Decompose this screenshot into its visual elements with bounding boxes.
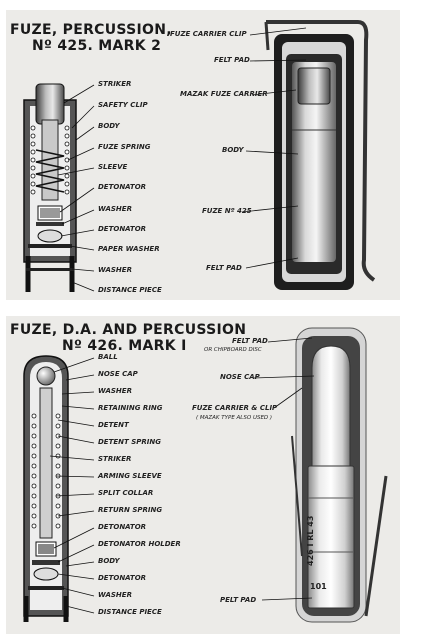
fuze-426-carrier-leaders — [253, 337, 315, 601]
label-washer-2: WASHER — [98, 266, 132, 274]
fuze-426-leaders — [49, 357, 95, 614]
label-washer-2: WASHER — [98, 591, 132, 599]
label-retaining-ring: RETAINING RING — [98, 404, 163, 412]
label-washer: WASHER — [98, 205, 132, 213]
label-nose-cap: NOSE CAP — [98, 370, 138, 378]
fuze-425-carrier-leaders — [241, 27, 307, 269]
fuze-426-section-drawing — [23, 355, 69, 622]
label-fuze-carrier-clip: FUZE CARRIER CLIP — [170, 30, 247, 38]
label-ball: BALL — [98, 353, 118, 361]
label-body: BODY — [98, 557, 120, 565]
label-nose-cap-carrier: NOSE CAP — [220, 373, 260, 381]
fuze-426-body-marking-2: 101 — [310, 582, 327, 591]
label-fuze-no-425: FUZE Nº 425 — [202, 207, 252, 215]
fuze-426-body-marking: 426 I RL 43 — [306, 515, 315, 566]
fuze-426-carrier-drawing — [291, 327, 388, 623]
fuze-426-artwork — [23, 327, 388, 623]
label-striker: STRIKER — [98, 80, 132, 88]
label-felt-pad-top: FELT PAD — [232, 337, 268, 345]
label-striker: STRIKER — [98, 455, 132, 463]
label-arming-sleeve: ARMING SLEEVE — [98, 472, 162, 480]
label-detent: DETENT — [98, 421, 129, 429]
fuze-426-panel: FUZE, D.A. AND PERCUSSION Nº 426. MARK I… — [6, 316, 400, 634]
label-mazak-fuze-carrier: MAZAK FUZE CARRIER — [180, 90, 268, 98]
label-distance-piece: DISTANCE PIECE — [98, 608, 162, 616]
label-pelt-pad: PELT PAD — [220, 596, 257, 604]
label-split-collar: SPLIT COLLAR — [98, 489, 154, 497]
label-safety-clip: SAFETY CLIP — [98, 101, 148, 109]
label-detonator-2: DETONATOR — [98, 574, 147, 582]
label-felt-pad-note: OR CHIPBOARD DISC — [204, 347, 262, 353]
fuze-425-leaders — [57, 84, 95, 292]
label-carrier-body: BODY — [222, 146, 244, 154]
label-body: BODY — [98, 122, 120, 130]
fuze-425-title-line1: FUZE, PERCUSSION, — [10, 22, 172, 38]
fuze-425-artwork — [23, 20, 376, 292]
fuze-426-title-line1: FUZE, D.A. AND PERCUSSION — [10, 322, 247, 338]
fuze-425-title-line2: Nº 425. MARK 2 — [32, 38, 162, 54]
label-detonator: DETONATOR — [98, 523, 147, 531]
label-detonator-holder: DETONATOR HOLDER — [98, 540, 181, 548]
label-felt-pad-top: FELT PAD — [214, 56, 250, 64]
label-detent-spring: DETENT SPRING — [98, 438, 161, 446]
label-sleeve: SLEEVE — [98, 163, 128, 171]
fuze-425-carrier-drawing — [264, 20, 376, 290]
label-felt-pad-bottom: FELT PAD — [206, 264, 242, 272]
label-washer: WASHER — [98, 387, 132, 395]
label-fuze-spring: FUZE SPRING — [98, 143, 151, 151]
fuze-426-title-line2: Nº 426. MARK I — [62, 338, 187, 354]
label-paper-washer: PAPER WASHER — [98, 245, 160, 253]
label-detonator-2: DETONATOR — [98, 225, 147, 233]
label-return-spring: RETURN SPRING — [98, 506, 163, 514]
label-detonator: DETONATOR — [98, 183, 147, 191]
fuze-425-panel: FUZE, PERCUSSION, Nº 425. MARK 2 STRIKER… — [6, 10, 400, 300]
fuze-425-section-drawing — [23, 83, 77, 292]
label-distance-piece: DISTANCE PIECE — [98, 286, 162, 294]
label-fuze-carrier-clip: FUZE CARRIER & CLIP — [192, 404, 278, 412]
label-carrier-clip-note: ( MAZAK TYPE ALSO USED ) — [196, 415, 273, 421]
